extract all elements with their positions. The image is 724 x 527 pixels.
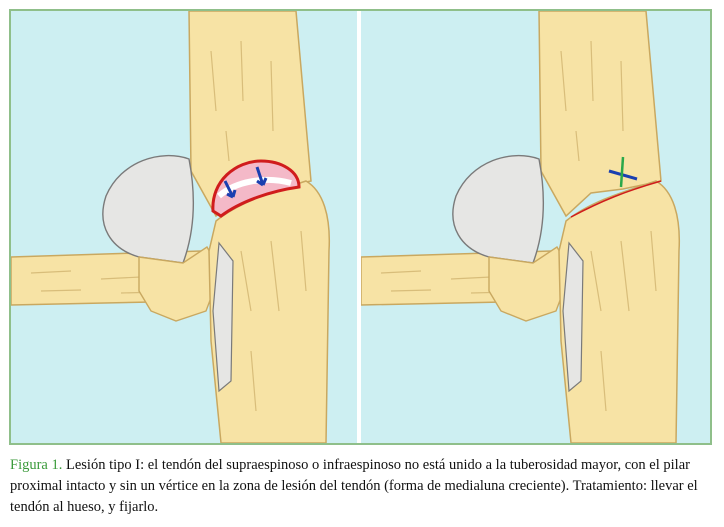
panel-divider	[357, 11, 361, 443]
suture-icon	[608, 156, 638, 188]
arrow-icon	[223, 180, 237, 199]
shoulder-illustration-left	[11, 11, 331, 443]
shoulder-illustration-right	[361, 11, 681, 443]
figure-caption: Figura 1. Lesión tipo I: el tendón del s…	[10, 455, 710, 518]
figure-frame	[9, 9, 712, 445]
caption-text: Lesión tipo I: el tendón del supraespino…	[10, 457, 698, 515]
caption-label: Figura 1.	[10, 457, 63, 473]
panel-before-repair	[11, 11, 357, 443]
panel-after-repair	[361, 11, 707, 443]
